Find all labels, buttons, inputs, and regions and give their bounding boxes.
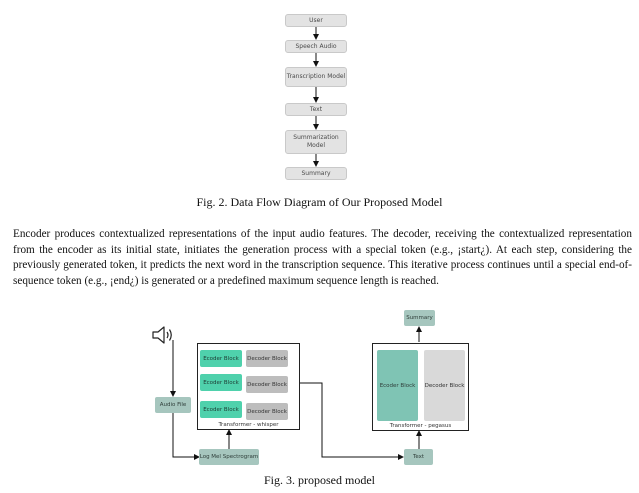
whisper-decoder-block-2: Decoder Block bbox=[246, 376, 288, 393]
fig3-caption: Fig. 3. proposed model bbox=[264, 473, 375, 487]
pegasus-label: Transformer - pegasus bbox=[389, 423, 452, 429]
whisper-decoder-block-1: Decoder Block bbox=[246, 350, 288, 367]
audio-file-box: Audio File bbox=[155, 397, 191, 413]
body-paragraph: Encoder produces contextualized represen… bbox=[13, 228, 632, 287]
pegasus-encoder-block: Ecoder Block bbox=[377, 350, 418, 421]
whisper-encoder-block-3: Ecoder Block bbox=[200, 401, 242, 418]
flow-node-text: Text bbox=[285, 103, 347, 116]
summary-box: Summary bbox=[404, 310, 435, 326]
whisper-label: Transformer - whisper bbox=[218, 422, 279, 428]
log-mel-spectrogram-box: Log Mel Spectrogram bbox=[199, 449, 259, 465]
flow-node-user: User bbox=[285, 14, 347, 27]
flow-node-speech-audio: Speech Audio bbox=[285, 40, 347, 53]
whisper-encoder-block-1: Ecoder Block bbox=[200, 350, 242, 367]
flow-arrows bbox=[313, 27, 319, 167]
speaker-icon bbox=[152, 326, 172, 344]
whisper-decoder-block-3: Decoder Block bbox=[246, 403, 288, 420]
whisper-encoder-block-2: Ecoder Block bbox=[200, 374, 242, 391]
flow-node-summarization-model: Summarization Model bbox=[285, 130, 347, 154]
flow-node-summary: Summary bbox=[285, 167, 347, 180]
text-box: Text bbox=[404, 449, 433, 465]
pegasus-decoder-block: Decoder Block bbox=[424, 350, 465, 421]
fig2-caption: Fig. 2. Data Flow Diagram of Our Propose… bbox=[196, 195, 443, 209]
flow-node-transcription-model: Transcription Model bbox=[285, 67, 347, 87]
